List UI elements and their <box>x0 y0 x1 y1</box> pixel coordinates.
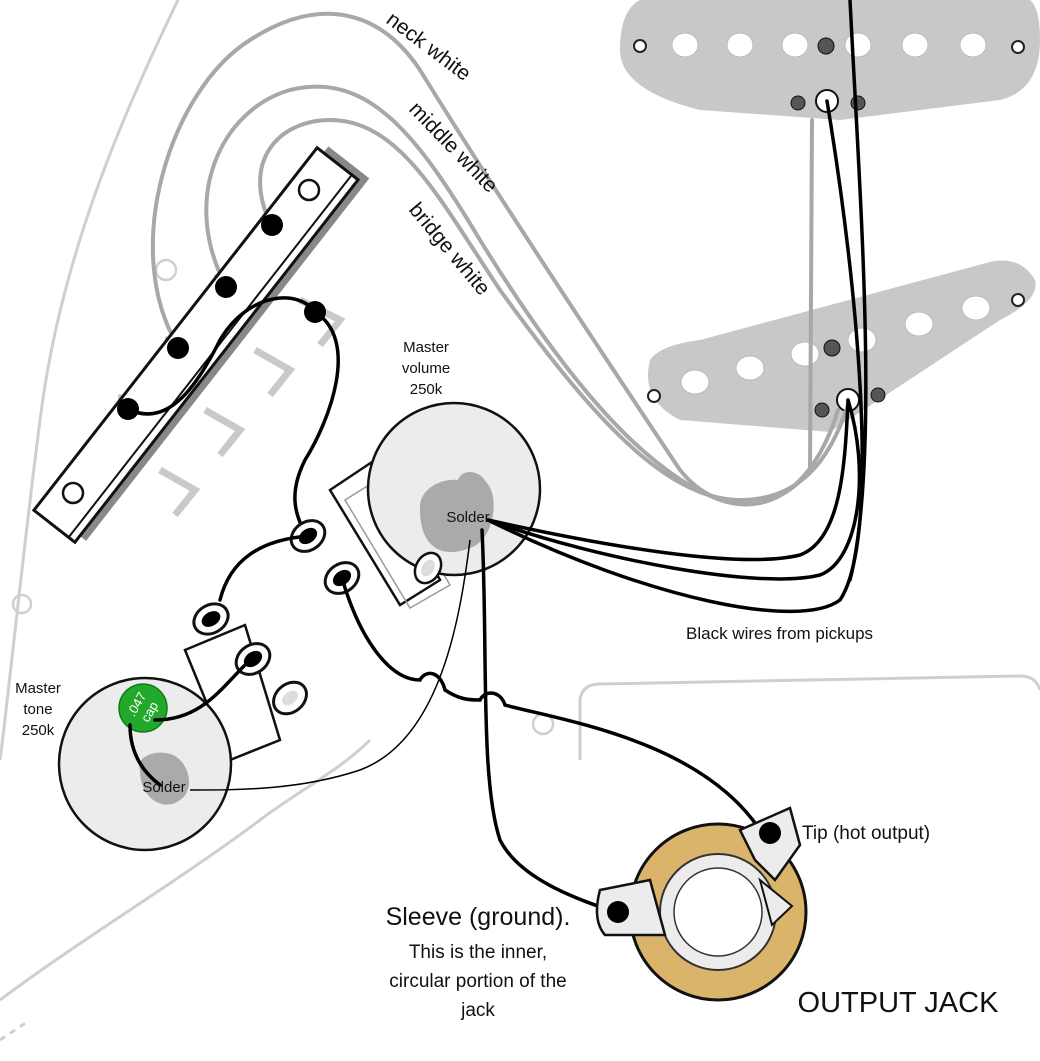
sleeve-label-line4: jack <box>460 1000 495 1021</box>
output-jack <box>595 806 808 1002</box>
sleeve-label-line1: Sleeve (ground). <box>386 903 571 931</box>
volume-label-line3: 250k <box>410 381 443 398</box>
thin-ground-wire <box>189 539 471 791</box>
output-jack-label: OUTPUT JACK <box>798 987 1000 1019</box>
sleeve-label-line3: circular portion of the <box>389 971 566 992</box>
volume-pot <box>289 401 542 610</box>
white-wires <box>150 11 850 507</box>
tip-label: Tip (hot output) <box>802 823 930 844</box>
tone-solder-label: Solder <box>142 779 185 796</box>
five-way-switch <box>31 145 370 545</box>
switch-jumper-wires <box>126 296 340 537</box>
middle-pickup <box>647 260 1036 432</box>
volume-label-line1: Master <box>403 339 449 356</box>
neck-pickup <box>620 0 1040 120</box>
sleeve-label-line2: This is the inner, <box>409 942 547 963</box>
tone-label-line2: tone <box>23 701 52 718</box>
black-wires <box>128 0 868 914</box>
volume-solder-label: Solder <box>446 509 489 526</box>
volume-label-line2: volume <box>402 360 450 377</box>
tone-pot <box>57 602 308 852</box>
neck-white-label: neck white <box>382 8 475 86</box>
tone-label-line1: Master <box>15 680 61 697</box>
black-wires-label: Black wires from pickups <box>686 624 873 643</box>
tone-label-line3: 250k <box>22 722 55 739</box>
